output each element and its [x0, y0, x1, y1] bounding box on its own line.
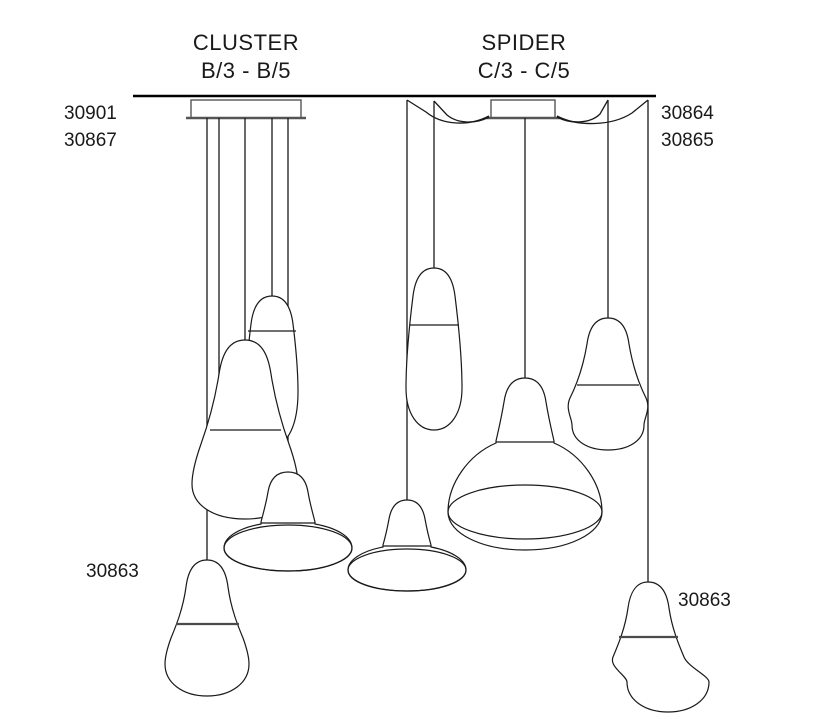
- spider-assembly: [347, 99, 710, 713]
- spider-shade-large-cone-base-ellipse: [447, 484, 603, 540]
- cluster-shade-bottom: [164, 559, 250, 697]
- cluster-group-title: CLUSTER: [192, 30, 300, 55]
- cluster-assembly: [164, 99, 353, 697]
- part-label-30901: 30901: [64, 103, 117, 124]
- spider-shade-small-cone-base-ellipse: [347, 548, 467, 592]
- spider-canopy: [486, 99, 560, 120]
- cluster-shade-large-front: [191, 339, 299, 520]
- spider-canopy-body: [490, 99, 556, 119]
- spider-swoop-cable-right: [556, 99, 609, 123]
- spider-shade-small-cone: [347, 499, 467, 592]
- spider-shade-bottom-right: [611, 581, 710, 713]
- spider-shade-wide-pear-outline: [567, 317, 649, 451]
- spider-shade-large-cone: [447, 377, 603, 551]
- spider-swoop-cables: [406, 99, 649, 125]
- spider-swoop-cable-left: [433, 100, 490, 123]
- cluster-canopy-body: [190, 99, 302, 119]
- cluster-shade-bottom-outline: [164, 559, 250, 697]
- spider-group-title: SPIDER: [481, 30, 567, 55]
- spider-shade-bottom-right-outline: [611, 581, 710, 713]
- cluster-group-subtitle: B/3 - B/5: [200, 58, 292, 83]
- spider-cords: [406, 100, 649, 582]
- spider-shade-large-cone-outline: [447, 377, 603, 551]
- part-label-30867: 30867: [64, 130, 117, 151]
- cluster-canopy: [186, 99, 306, 120]
- part-label-30864: 30864: [661, 103, 714, 124]
- spider-swoop-cable-far-right: [556, 99, 649, 125]
- spider-shade-elongated-teardrop-outline: [405, 267, 463, 431]
- part-label-30863-left: 30863: [86, 561, 139, 582]
- spider-shade-wide-pear: [567, 317, 649, 451]
- spider-swoop-cable-far-left: [406, 99, 490, 124]
- cluster-shade-cone: [223, 471, 353, 572]
- part-label-30863-right: 30863: [678, 590, 731, 611]
- spider-group-subtitle: C/3 - C/5: [477, 58, 571, 83]
- cluster-shade-cone-base-ellipse: [223, 524, 353, 572]
- part-label-30865: 30865: [661, 130, 714, 151]
- spider-shade-elongated-teardrop: [405, 267, 463, 431]
